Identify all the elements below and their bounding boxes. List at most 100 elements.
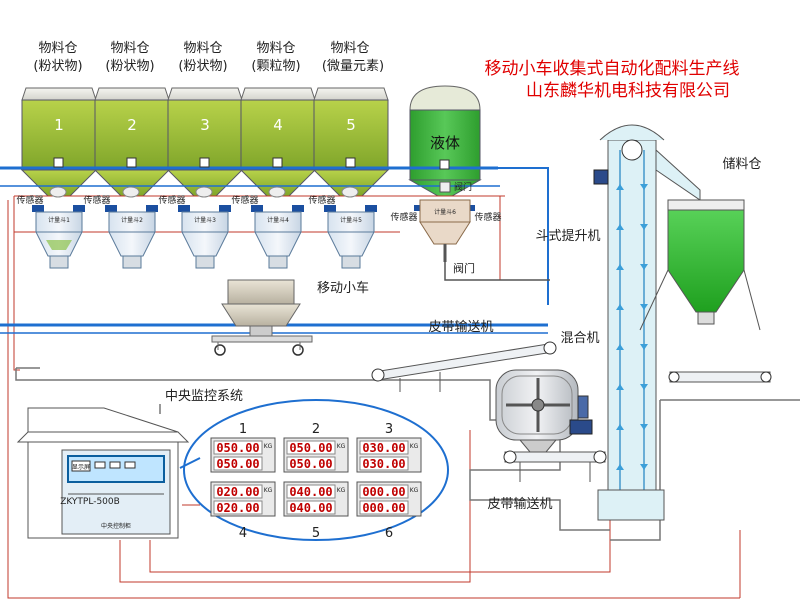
bucket-elevator <box>593 124 701 521</box>
liquid-valve-label-top: 阀门 <box>454 181 472 193</box>
panel-1-top: 050.00 <box>216 441 259 455</box>
panel-1-number: 1 <box>239 422 247 437</box>
silo-5-number: 5 <box>346 116 356 134</box>
sensor-label-3: 传感器 <box>158 194 185 206</box>
panel-numbers: 1 2 3 4 5 6 <box>239 422 393 541</box>
weigh-hopper-4: 计量斗4 <box>251 186 304 269</box>
liquid-label: 液体 <box>430 134 460 152</box>
mixer <box>495 369 593 453</box>
belt-conveyor-2-label: 皮带输送机 <box>487 496 552 512</box>
panel-5-top: 040.00 <box>289 485 332 499</box>
silo-controllers <box>53 157 450 170</box>
silo-2-name: 物料仓 <box>110 41 149 56</box>
silo-labels: 物料仓 (粉状物) 物料仓 (粉状物) 物料仓 (粉状物) 物料仓 (颗粒物) … <box>33 41 384 74</box>
sensor-labels: 传感器 传感器 传感器 传感器 传感器 传感器 传感器 阀门 阀门 <box>16 181 501 275</box>
display-panel-4: 020.00 020.00 KG <box>210 481 276 517</box>
control-house: 显示屏 ZKYTPL-500B 中央控制柜 <box>16 407 190 539</box>
sensor-label-5: 传感器 <box>308 194 335 206</box>
storage-conveyor <box>668 371 772 383</box>
cabinet-footer: 中央控制柜 <box>101 522 131 530</box>
panel-1-bottom: 050.00 <box>216 457 259 471</box>
panel-5-bottom: 040.00 <box>289 501 332 515</box>
weigh-hopper-1-label: 计量斗1 <box>48 216 70 224</box>
panel-2-number: 2 <box>312 422 320 437</box>
silo-1: 1 <box>20 87 98 197</box>
silo-1-type: (粉状物) <box>33 59 82 74</box>
panel-3-bottom: 030.00 <box>362 457 405 471</box>
cabinet-screen-label: 显示屏 <box>72 464 90 471</box>
belt-conveyor-1-label: 皮带输送机 <box>428 319 493 335</box>
mixer-label: 混合机 <box>560 331 599 346</box>
panel-2-unit: KG <box>337 443 346 450</box>
silo-2: 2 <box>93 87 171 197</box>
display-panel-3: 030.00 030.00 KG <box>356 437 422 473</box>
weigh-hopper-1: 计量斗1 <box>32 186 85 269</box>
weigh-hopper-5-label: 计量斗5 <box>340 216 362 224</box>
silo-3-type: (粉状物) <box>178 59 227 74</box>
sensor-label-4: 传感器 <box>231 194 258 206</box>
silo-3-number: 3 <box>200 116 210 134</box>
title-line-1: 移动小车收集式自动化配料生产线 <box>485 59 740 79</box>
weigh-hopper-4-label: 计量斗4 <box>267 216 289 224</box>
silo-1-number: 1 <box>54 116 64 134</box>
ground-line <box>15 367 800 541</box>
display-panel-1: 050.00 050.00 KG <box>210 437 276 473</box>
panel-3-unit: KG <box>410 443 419 450</box>
silo-3-name: 物料仓 <box>183 41 222 56</box>
panel-6-number: 6 <box>385 526 393 541</box>
belt-conveyor-1 <box>371 341 557 392</box>
silo-4-type: (颗粒物) <box>251 59 300 74</box>
panel-5-number: 5 <box>312 526 320 541</box>
silo-4-number: 4 <box>273 116 283 134</box>
sensor-label-1: 传感器 <box>16 194 43 206</box>
silo-3: 3 <box>166 87 244 197</box>
weigh-hopper-3-label: 计量斗3 <box>194 216 216 224</box>
belt-conveyor-2 <box>503 450 607 482</box>
liquid-tank: 液体 <box>408 85 482 197</box>
silo-5-name: 物料仓 <box>330 41 369 56</box>
panel-6-bottom: 000.00 <box>362 501 405 515</box>
panel-2-top: 050.00 <box>289 441 332 455</box>
control-system-label: 中央监控系统 <box>165 389 243 404</box>
weigh-hopper-6-label: 计量斗6 <box>434 208 456 216</box>
weigh-hopper-5: 计量斗5 <box>324 186 377 269</box>
silo-2-number: 2 <box>127 116 137 134</box>
mobile-cart <box>211 279 313 356</box>
silo-4-name: 物料仓 <box>256 41 295 56</box>
display-panel-2: 050.00 050.00 KG <box>283 437 349 473</box>
storage-label: 储料仓 <box>722 157 761 172</box>
weigh-hopper-6: 计量斗6 <box>414 181 475 262</box>
display-panel-5: 040.00 040.00 KG <box>283 481 349 517</box>
silo-5: 5 <box>312 87 390 197</box>
weigh-hopper-2-label: 计量斗2 <box>121 216 143 224</box>
weigh-hopper-2: 计量斗2 <box>105 186 158 269</box>
panel-1-unit: KG <box>264 443 273 450</box>
liquid-pipe <box>498 167 549 305</box>
panel-4-unit: KG <box>264 487 273 494</box>
cabinet-model: ZKYTPL-500B <box>60 497 120 507</box>
silo-5-type: (微量元素) <box>322 59 384 74</box>
weigh-hoppers: 计量斗1 计量斗2 计量斗3 计量斗4 <box>32 181 475 269</box>
cart-label: 移动小车 <box>317 280 369 296</box>
panel-6-top: 000.00 <box>362 485 405 499</box>
liquid-sensor-label-left: 传感器 <box>390 211 417 223</box>
silo-4: 4 <box>239 87 317 197</box>
panel-2-bottom: 050.00 <box>289 457 332 471</box>
panel-4-bottom: 020.00 <box>216 501 259 515</box>
silo-1-name: 物料仓 <box>38 41 77 56</box>
display-panels: 050.00 050.00 KG 050.00 050.00 KG 030.00… <box>210 437 422 517</box>
title-line-2: 山东麟华机电科技有限公司 <box>526 81 730 101</box>
display-panel-6: 000.00 000.00 KG <box>356 481 422 517</box>
silo-2-type: (粉状物) <box>105 59 154 74</box>
panel-6-unit: KG <box>410 487 419 494</box>
elevator-label: 斗式提升机 <box>535 228 600 244</box>
weigh-hopper-3: 计量斗3 <box>178 186 231 269</box>
panel-3-number: 3 <box>385 422 393 437</box>
liquid-sensor-label-right: 传感器 <box>474 211 501 223</box>
liquid-valve-label-bottom: 阀门 <box>453 261 475 275</box>
panel-4-number: 4 <box>239 526 247 541</box>
panel-4-top: 020.00 <box>216 485 259 499</box>
silos: 1 2 3 4 5 <box>20 85 482 197</box>
panel-3-top: 030.00 <box>362 441 405 455</box>
